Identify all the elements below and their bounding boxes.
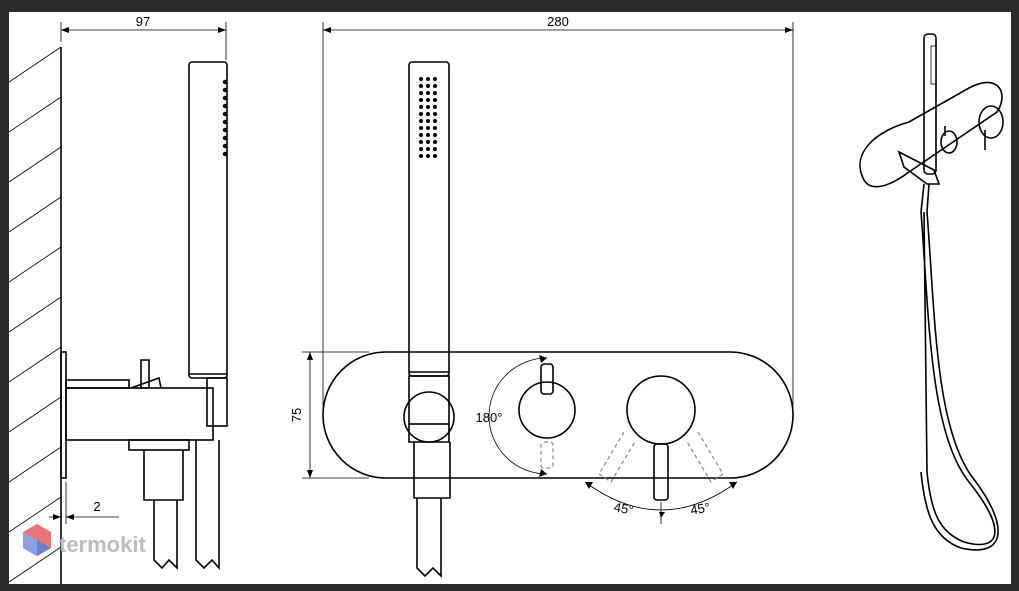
dim-side-depth [60,22,227,60]
label-total-width: 280 [547,14,569,29]
iso-mixer [978,105,1004,139]
iso-diverter [940,130,958,154]
dim-plate-height [302,351,369,479]
label-plate-height: 75 [289,408,304,422]
front-plate [322,351,794,479]
wall-hatch [9,46,62,584]
termokit-logo-icon [23,524,51,556]
dim-total-width [322,22,794,407]
iso-holder [897,150,941,185]
side-body [65,387,214,441]
front-view: 280 75 [289,14,794,578]
front-mixer [584,375,738,524]
front-spray-nozzles [419,77,437,158]
front-diverter [488,355,576,477]
side-knob [140,359,150,389]
watermark-text: termokit [59,532,146,557]
side-handshower [188,61,228,379]
label-lever-left-angle: 45° [613,499,635,517]
isometric-view [859,33,1004,551]
watermark: termokit [23,524,146,557]
label-side-depth: 97 [136,14,150,29]
iso-hose [920,183,996,546]
side-view: 97 2 [9,14,228,584]
front-handshower [408,61,450,377]
front-holder [403,391,455,443]
side-hose-connector [143,450,184,501]
drawing-svg: 97 2 [9,14,1004,584]
iso-handshower [923,33,937,175]
dim-gap [49,482,119,524]
label-diverter-rotation: 180° [476,410,503,425]
technical-drawing: 97 2 [9,12,1011,584]
side-spray-nozzles [222,79,228,157]
label-lever-right-angle: 45° [689,499,711,517]
label-gap: 2 [93,499,100,514]
side-lever [65,379,130,389]
side-hose [153,500,178,570]
iso-plate [859,81,1003,188]
